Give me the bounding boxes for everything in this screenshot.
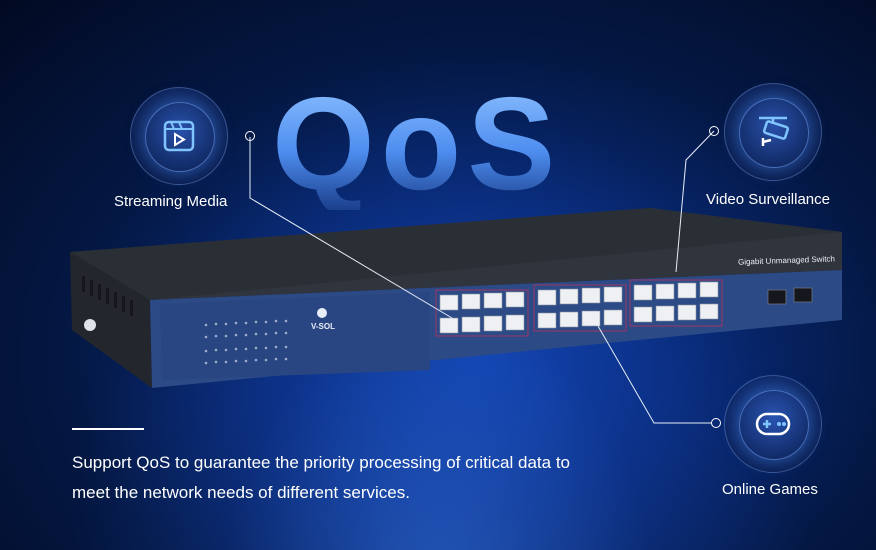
video-surveillance-badge-inner bbox=[739, 98, 809, 168]
video-surveillance-label: Video Surveillance bbox=[706, 191, 830, 208]
streaming-connector-dot bbox=[245, 131, 255, 141]
switch-brand-text: V-SOL bbox=[311, 322, 336, 331]
surveillance-connector-dot bbox=[709, 126, 719, 136]
security-camera-icon bbox=[759, 116, 790, 146]
streaming-media-badge bbox=[130, 87, 228, 185]
online-games-badge bbox=[724, 375, 822, 473]
online-games-badge-inner bbox=[739, 390, 809, 460]
gaming-connector-dot bbox=[711, 418, 721, 428]
online-games-label: Online Games bbox=[722, 481, 818, 498]
streaming-media-label: Streaming Media bbox=[114, 193, 228, 210]
description-text: Support QoS to guarantee the priority pr… bbox=[72, 453, 570, 502]
text-divider bbox=[72, 428, 144, 430]
gamepad-icon bbox=[755, 412, 791, 436]
qos-headline: QoS bbox=[272, 70, 562, 217]
video-surveillance-badge bbox=[724, 83, 822, 181]
video-play-icon bbox=[163, 120, 195, 152]
